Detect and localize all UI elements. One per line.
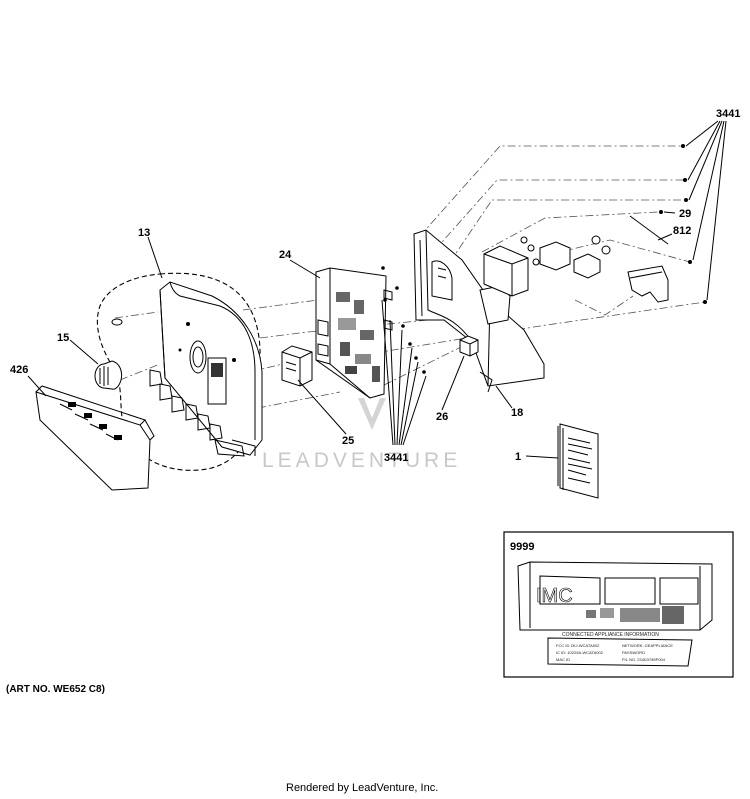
screws-top — [659, 144, 707, 304]
label-3441-bottom: 3441 — [384, 452, 408, 464]
callout-labels: 3441 29 812 13 24 15 426 26 18 25 3441 1… — [10, 108, 740, 553]
label-15: 15 — [57, 332, 69, 344]
part-426-trim — [35, 385, 155, 491]
label-25: 25 — [342, 435, 354, 447]
part-24-control-board — [315, 267, 393, 399]
part-26-connector — [459, 335, 479, 357]
watermark-logo-icon — [358, 398, 386, 430]
leadventure-watermark: LEADVENTURE — [262, 398, 461, 472]
assembly-lines — [114, 145, 706, 409]
inset-heading: CONNECTED APPLIANCE INFORMATION — [562, 632, 659, 638]
label-29: 29 — [679, 208, 691, 220]
label-9999: 9999 — [510, 541, 534, 553]
label-26: 26 — [436, 411, 448, 423]
part-13-control-panel — [149, 281, 263, 457]
label-426: 426 — [10, 364, 28, 376]
art-number: (ART NO. WE652 C8) — [6, 684, 105, 695]
label-1: 1 — [515, 451, 521, 463]
inset-password: PASSWORD — [622, 650, 645, 655]
label-3441-top: 3441 — [716, 108, 740, 120]
part-25-module — [281, 345, 313, 387]
inset-network: NETWORK: GEAPPLIANCE — [622, 643, 673, 648]
label-812: 812 — [673, 225, 691, 237]
leader-lines — [27, 120, 727, 459]
label-13: 13 — [138, 227, 150, 239]
inset-9999: IMC CONNECTED APPLIANCE INFORMATION FCC … — [503, 531, 734, 678]
inset-logo: IMC — [536, 585, 573, 607]
part-1-manual — [557, 423, 599, 499]
inset-part-number: P/L NO. 234D3789P004 — [622, 657, 666, 662]
label-24: 24 — [279, 249, 292, 261]
part-18-housing — [413, 229, 545, 393]
inset-ic-id: IC ID: 10229A-WCATA002 — [556, 650, 604, 655]
o-ring — [111, 318, 123, 326]
screws-board — [381, 266, 426, 374]
label-18: 18 — [511, 407, 523, 419]
bracket-assembly — [483, 215, 669, 303]
footer-credit: Rendered by LeadVenture, Inc. — [286, 782, 438, 794]
watermark-text: LEADVENTURE — [262, 449, 461, 472]
part-15-knob — [94, 360, 123, 390]
inset-fcc-id: FCC ID ZKJ-WCATA002 — [556, 643, 600, 648]
inset-mac-id: MAC ID — [556, 657, 570, 662]
